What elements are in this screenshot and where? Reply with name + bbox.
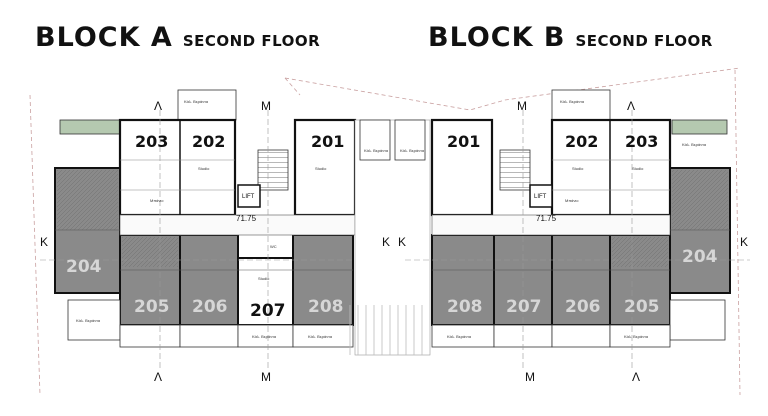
unit-label-b-top-2: 203 <box>625 132 658 151</box>
unit-label-a-204: 204 <box>66 257 102 277</box>
section-lambda-a-bottom: Λ <box>154 370 162 384</box>
unit-201-a-walls <box>293 118 357 217</box>
balcony-b-205 <box>609 324 671 348</box>
balcony-label-a-4: Κάλ. Βεράντα <box>252 334 277 339</box>
studio-label-a-202: Studio <box>198 166 210 171</box>
section-lambda-a-top: Λ <box>154 99 162 113</box>
balcony-label-a-1: Κάλ. Βεράντα <box>184 99 209 104</box>
studio-label-b-203: Studio <box>632 166 644 171</box>
balcony-label-b-4: Κάλ. Βεράντα <box>447 334 472 339</box>
unit-label-a-208: 208 <box>308 297 344 317</box>
stairs-a <box>257 149 289 191</box>
studio-label-a-201: Studio <box>315 166 327 171</box>
roof-outline <box>29 67 741 396</box>
unit-label-a-207: 207 <box>250 301 286 321</box>
section-lambda-b-top: Λ <box>627 99 635 113</box>
corridor-b <box>431 214 671 236</box>
unit-label-a-top-2: 201 <box>311 132 344 151</box>
block-a-plan <box>40 89 390 370</box>
section-mu-a-bottom: M <box>261 370 271 384</box>
level-b: 71.75 <box>536 214 557 223</box>
unit-label-a-top-1: 202 <box>192 132 225 151</box>
hatch-b2 <box>612 237 668 267</box>
unit-208-a-area <box>292 234 354 326</box>
level-a: 71.75 <box>236 214 257 223</box>
block-a-title: BLOCK A SECOND FLOOR <box>35 22 320 53</box>
section-mu-b-top: M <box>517 99 527 113</box>
upper-wing-b <box>550 118 672 217</box>
unit-206-a-area <box>179 234 239 326</box>
wc-label-a: WC <box>270 244 277 249</box>
planter-b <box>671 119 728 135</box>
studio-label-b-202: Studio <box>572 166 584 171</box>
balcony-label-b-3: Κάλ. Βεράντα <box>682 142 707 147</box>
hatch-b1 <box>672 170 728 230</box>
balcony-a-205 <box>119 324 181 348</box>
balcony-a-208 <box>292 324 354 348</box>
unit-label-b-top-1: 202 <box>565 132 598 151</box>
bath-label-b: Μπάνιο <box>565 198 579 203</box>
hatch-a1 <box>57 170 118 230</box>
studio-label-a-207: Studio <box>258 276 270 281</box>
balcony-a-204 <box>67 299 121 341</box>
balcony-a-top <box>177 89 237 121</box>
block-b-title-floor: SECOND FLOOR <box>575 32 713 50</box>
section-kappa-b-left: K <box>398 235 406 249</box>
section-mu-a-top: M <box>261 99 271 113</box>
balcony-label-a-2: Κάλ. Βεράντα <box>364 148 389 153</box>
unit-208-b-area <box>431 234 495 326</box>
unit-label-b-207: 207 <box>506 297 542 317</box>
unit-label-a-206: 206 <box>192 297 228 317</box>
balcony-a-206 <box>179 324 239 348</box>
block-a-title-main: BLOCK A <box>35 22 173 53</box>
block-b-plan <box>405 89 750 370</box>
balcony-b-206 <box>551 324 611 348</box>
stairs-b <box>499 149 531 191</box>
block-b-title-main: BLOCK B <box>428 22 566 53</box>
bath-label-a: Μπάνιο <box>150 198 164 203</box>
unit-label-b-208: 208 <box>447 297 483 317</box>
unit-label-a-top-0: 203 <box>135 132 168 151</box>
unit-label-a-205: 205 <box>134 297 170 317</box>
section-mu-b-bottom: M <box>525 370 535 384</box>
section-kappa-a-left: K <box>40 235 48 249</box>
balcony-label-a-5: Κάλ. Βεράντα <box>308 334 333 339</box>
section-kappa-b-right: K <box>740 235 748 249</box>
section-lambda-b-bottom: Λ <box>632 370 640 384</box>
balcony-label-a-3: Κάλ. Βεράντα <box>76 318 101 323</box>
block-b-title: BLOCK B SECOND FLOOR <box>428 22 713 53</box>
hatch-a2 <box>122 237 178 267</box>
unit-label-b-204: 204 <box>682 247 718 267</box>
unit-label-b-205: 205 <box>624 297 660 317</box>
planter-a <box>59 119 121 135</box>
section-kappa-a-right: K <box>382 235 390 249</box>
unit-label-b-206: 206 <box>565 297 601 317</box>
lift-label-b: LIFT <box>534 194 547 200</box>
block-a-title-floor: SECOND FLOOR <box>182 32 321 50</box>
lift-b <box>529 184 553 208</box>
balcony-b-204 <box>669 299 726 341</box>
balcony-label-b-5: Κάλ. Βεράντα <box>624 334 649 339</box>
unit-label-b-top-0: 201 <box>447 132 480 151</box>
balcony-label-b-1: Κάλ. Βεράντα <box>400 148 425 153</box>
lift-a <box>237 184 261 208</box>
balcony-label-b-2: Κάλ. Βεράντα <box>560 99 585 104</box>
lift-label-a: LIFT <box>242 194 255 200</box>
central-courtyard <box>349 119 431 356</box>
balcony-b-top <box>551 89 611 121</box>
